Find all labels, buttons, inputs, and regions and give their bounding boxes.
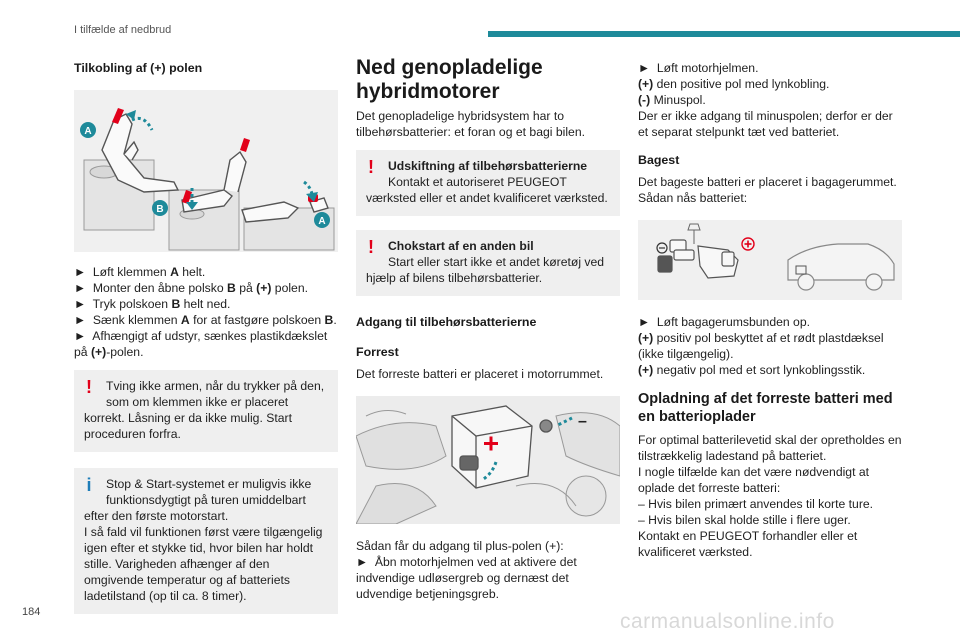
intro-text: Det genopladelige hybridsystem har to ti…: [356, 109, 585, 139]
charge-bullet-1: – Hvis bilen primært anvendes til korte …: [638, 497, 874, 511]
rear-minus-label: –: [678, 281, 679, 283]
minus-note: Der er ikke adgang til minuspolen; derfo…: [638, 109, 893, 139]
warning-note-force: ! Tving ikke armen, når du trykker på de…: [74, 370, 338, 452]
rear-battery-illustration: – +: [656, 223, 895, 291]
step-3: ► Tryk polskoen B helt ned.: [74, 297, 231, 311]
warning-icon: !: [86, 377, 92, 397]
charge-text-2: I nogle tilfælde kan det være nødvendigt…: [638, 465, 870, 495]
figure-rear-battery: – +: [638, 220, 902, 300]
warning-note-replace: ! Udskiftning af tilbehørsbatterierne Ko…: [356, 150, 620, 216]
plus-pole-line: (+) den positive pol med lynkobling.: [638, 77, 830, 91]
front-text: Det forreste batteri er placeret i motor…: [356, 367, 604, 381]
label-a-right: A: [318, 216, 325, 227]
heading-connect-positive: Tilkobling af (+) polen: [74, 61, 203, 75]
step-lift-floor: ► Løft bagagerumsbunden op.: [638, 315, 810, 329]
page-number: 184: [22, 606, 41, 618]
figure-engine-bay: + –: [356, 396, 620, 524]
heading-front: Forrest: [356, 345, 399, 359]
steps-list: ► Løft klemmen A helt. ► Monter den åbne…: [74, 264, 338, 360]
engine-bay-illustration: + –: [356, 405, 620, 524]
rear-text: Det bageste batteri er placeret i bagage…: [638, 175, 897, 205]
charge-text-1: For optimal batterilevetid skal der opre…: [638, 433, 902, 463]
step-open-bonnet: ► Åbn motorhjelmen ved at aktivere det i…: [356, 555, 577, 601]
step-2: ► Monter den åbne polsko B på (+) polen.: [74, 281, 308, 295]
step-4: ► Sænk klemmen A for at fastgøre polskoe…: [74, 313, 337, 327]
heading-rear: Bagest: [638, 153, 680, 167]
step-5: ► Afhængigt af udstyr, sænkes plastikdæk…: [74, 329, 328, 359]
watermark: carmanualsonline.info: [620, 610, 835, 633]
label-a-top: A: [84, 126, 91, 137]
column-3: ► Løft motorhjelmen. (+) den positive po…: [638, 56, 902, 560]
heading-access: Adgang til tilbehørsbatterierne: [356, 315, 537, 329]
minus-pole-line: (-) Minuspol.: [638, 93, 706, 107]
step-1: ► Løft klemmen A helt.: [74, 265, 206, 279]
minus-label: –: [578, 413, 587, 430]
column-1: Tilkobling af (+) polen: [74, 56, 338, 614]
heading-charging: Opladning af det forreste batteri med en…: [638, 391, 893, 425]
plus-rear-line: (+) positiv pol beskyttet af et rødt pla…: [638, 331, 884, 361]
section-title: I tilfælde af nedbrud: [74, 24, 172, 36]
clamp-illustration: A B A: [80, 108, 335, 251]
warning-icon: !: [368, 157, 374, 177]
rear-plus-label: +: [748, 259, 749, 261]
info-icon: i: [86, 475, 92, 495]
figure-clamp-connection: A B A: [74, 90, 338, 252]
info-note-stop-start: i Stop & Start-systemet er muligvis ikke…: [74, 468, 338, 614]
warning-icon: !: [368, 237, 374, 257]
section-title-hybrid: Ned genopladelige hybridmotorer: [356, 56, 543, 103]
header-accent-bar: [488, 31, 960, 37]
warning-note-jumpstart: ! Chokstart af en anden bil Start eller …: [356, 230, 620, 296]
charge-bullet-2: – Hvis bilen skal holde stille i flere u…: [638, 513, 851, 527]
label-b: B: [156, 204, 163, 215]
charge-text-3: Kontakt en PEUGEOT forhandler eller et k…: [638, 529, 858, 559]
step-lift-bonnet: ► Løft motorhjelmen.: [638, 61, 759, 75]
column-2: Ned genopladelige hybridmotorer Det geno…: [356, 56, 620, 602]
minus-rear-line: (+) negativ pol med et sort lynkoblingss…: [638, 363, 866, 377]
plus-access-text: Sådan får du adgang til plus-polen (+):: [356, 539, 564, 553]
